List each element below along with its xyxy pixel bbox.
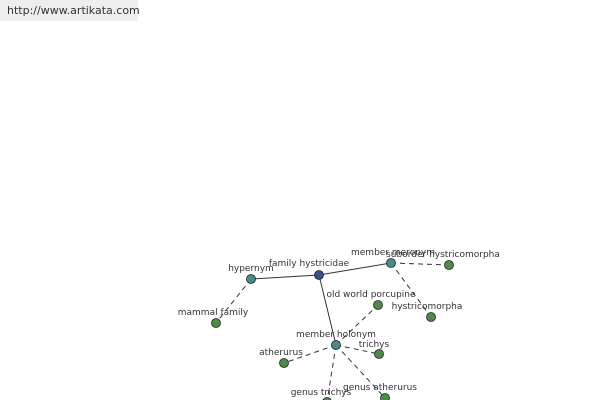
node-hystricomorpha[interactable]	[426, 312, 436, 322]
node-old-world-porcupine[interactable]	[373, 300, 383, 310]
node-label-atherurus[interactable]: atherurus	[259, 348, 303, 358]
graph-nodes	[211, 258, 454, 400]
edge-member-holonym-to-genus-trichys	[326, 344, 337, 400]
node-genus-atherurus[interactable]	[380, 393, 390, 400]
node-hypernym[interactable]	[246, 274, 256, 284]
node-label-suborder-hystricomorpha[interactable]: suborder hystricomorpha	[386, 250, 500, 260]
node-genus-trichys[interactable]	[322, 397, 332, 400]
node-label-hystricomorpha[interactable]: hystricomorpha	[392, 302, 463, 312]
edge-member-holonym-to-genus-atherurus	[335, 344, 386, 399]
node-suborder-hystricomorpha[interactable]	[444, 260, 454, 270]
node-atherurus[interactable]	[279, 358, 289, 368]
node-label-mammal-family[interactable]: mammal family	[178, 308, 249, 318]
edge-member-holonym-to-old-world-porcupine	[335, 304, 379, 346]
edge-member-holonym-to-atherurus	[283, 344, 337, 364]
graph-edges	[215, 262, 450, 400]
node-label-trichys[interactable]: trichys	[359, 340, 390, 350]
edge-member-meronym-to-suborder-hystricomorpha	[390, 262, 450, 266]
node-label-member-holonym[interactable]: member holonym	[296, 330, 376, 340]
edge-member-meronym-to-hystricomorpha	[390, 262, 432, 318]
node-label-family-hystricidae[interactable]: family hystricidae	[269, 259, 350, 269]
edge-member-holonym-to-trichys	[335, 344, 380, 355]
node-label-hypernym[interactable]: hypernym	[228, 264, 274, 274]
edge-family-hystricidae-to-member-meronym	[318, 262, 392, 276]
node-trichys[interactable]	[374, 349, 384, 359]
node-member-holonym[interactable]	[331, 340, 341, 350]
node-member-meronym[interactable]	[386, 258, 396, 268]
edge-family-hystricidae-to-hypernym	[250, 274, 320, 280]
edge-family-hystricidae-to-member-holonym	[318, 274, 337, 346]
url-link[interactable]: http://www.artikata.com	[0, 0, 140, 21]
node-family-hystricidae[interactable]	[314, 270, 324, 280]
node-label-member-meronym[interactable]: member meronym	[351, 248, 435, 258]
edge-hypernym-to-mammal-family	[215, 278, 252, 324]
node-label-old-world-porcupine[interactable]: old world porcupine	[326, 290, 416, 300]
node-label-genus-atherurus[interactable]: genus atherurus	[343, 383, 417, 393]
node-mammal-family[interactable]	[211, 318, 221, 328]
node-label-genus-trichys[interactable]: genus trichys	[291, 388, 352, 398]
